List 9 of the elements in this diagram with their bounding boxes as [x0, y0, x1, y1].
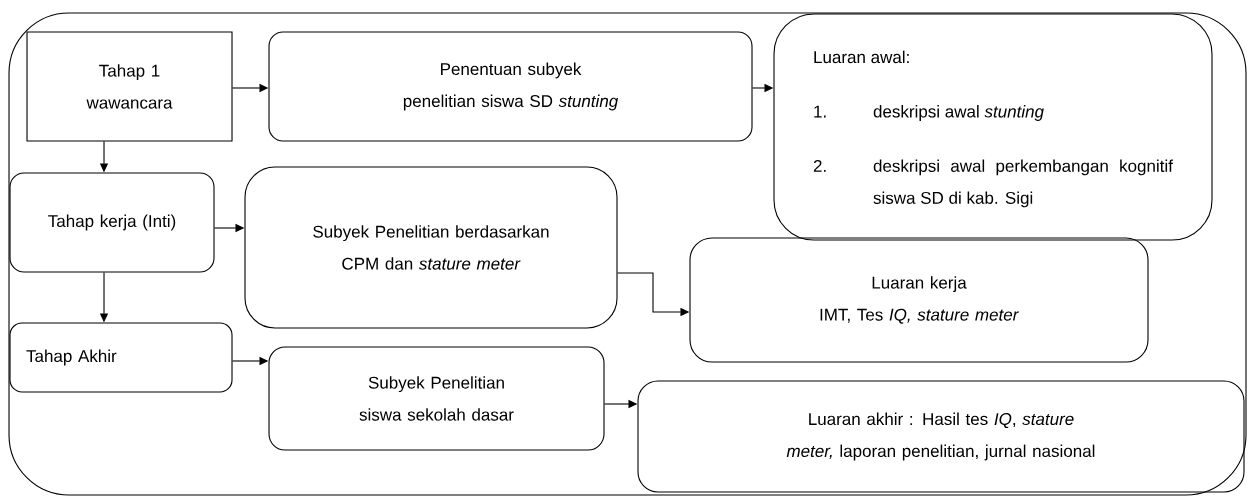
- process-box: Tahap 1 wawancara: [26, 31, 233, 142]
- process-box: Luaran kerja IMT, Tes IQ, stature meter: [689, 237, 1149, 363]
- process-box: Subyek Penelitian berdasarkan CPM dan stature meter: [244, 166, 618, 329]
- process-box: Subyek Penelitian siswa sekolah dasar: [268, 346, 605, 451]
- process-box: Penentuan subyek penelitian siswa SD stunting: [268, 31, 753, 142]
- process-box: Luaran akhir : Hasil tes IQ, stature meter, laporan penelitian, jurnal nasional: [637, 380, 1245, 493]
- process-box: Tahap Akhir: [9, 322, 233, 393]
- process-box: Luaran awal: 1. deskripsi awal stunting 2. deskripsi awal perkembangan kognitif siswa SD di kab. Sigi: [773, 13, 1213, 241]
- process-box: Tahap kerja (Inti): [9, 172, 215, 273]
